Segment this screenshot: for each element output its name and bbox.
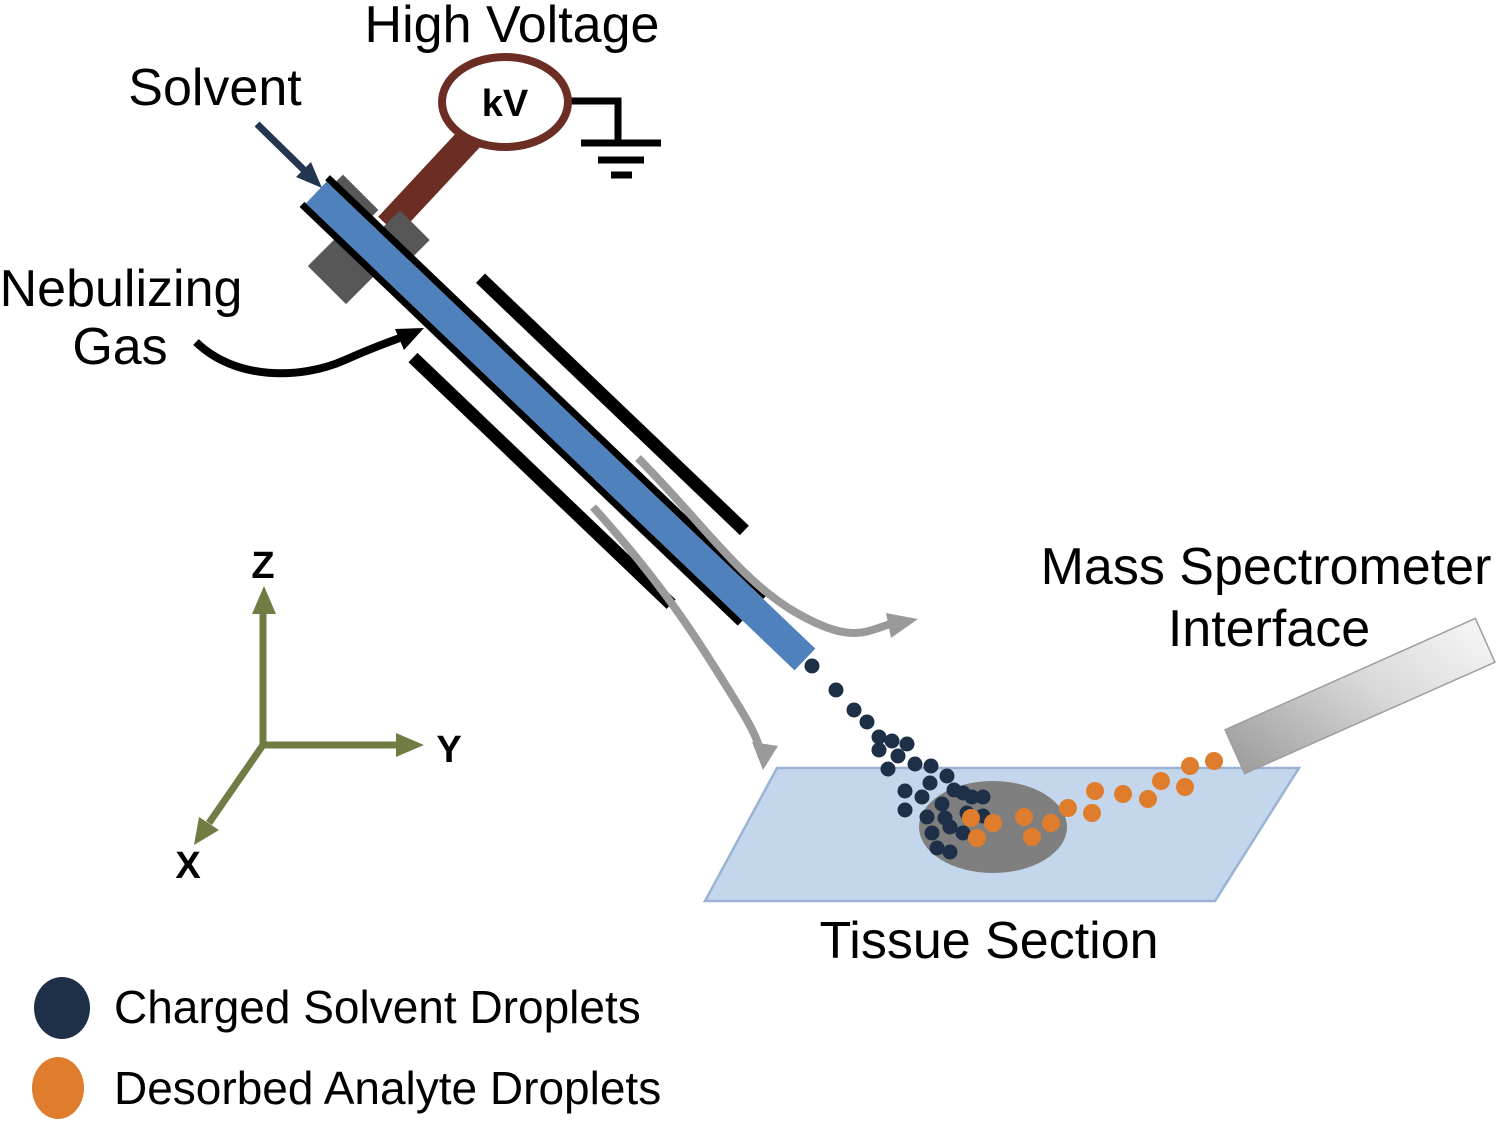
legend-swatch-charged-solvent [34, 977, 90, 1039]
x-axis-arrowhead-icon [194, 817, 219, 845]
droplet [934, 796, 950, 812]
solvent-arrowhead-icon [296, 162, 322, 188]
droplet [1139, 790, 1157, 808]
inner-capillary-edge-bottom [299, 201, 743, 626]
ground-symbol-icon [566, 97, 661, 179]
droplet [884, 733, 900, 749]
droplet [1114, 785, 1132, 803]
droplet [942, 819, 958, 835]
droplet [1205, 752, 1223, 770]
gas-flow-arrows [590, 455, 918, 770]
droplet [1176, 778, 1194, 796]
legend-swatch-desorbed-analyte [32, 1057, 84, 1119]
solvent-label: Solvent [128, 59, 302, 117]
droplet [1083, 804, 1101, 822]
ms-inlet-tube [1224, 617, 1496, 775]
droplet [939, 768, 955, 784]
z-axis-arrowhead-icon [252, 586, 276, 614]
droplet [1152, 772, 1170, 790]
kv-source-circle [438, 53, 572, 151]
droplet [880, 761, 896, 777]
high-voltage-lead [378, 128, 480, 236]
droplet [1015, 808, 1033, 826]
nebulizing-arrowhead-icon [395, 328, 424, 350]
charged-solvent-droplets [804, 658, 991, 860]
ms-interface-label-line2: Interface [1168, 600, 1370, 658]
gas-flow-curve-upper [635, 455, 892, 637]
xyz-axes-icon [194, 586, 424, 845]
droplet [897, 783, 913, 799]
solvent-arrow [254, 121, 322, 188]
droplet [914, 789, 930, 805]
droplet [871, 729, 887, 745]
droplet [964, 789, 980, 805]
droplet [859, 714, 875, 730]
nebulizing-gas-arrow [193, 328, 424, 378]
droplet [924, 825, 940, 841]
x-axis-label: X [175, 845, 201, 887]
gas-flow-arrowhead-right-icon [886, 613, 918, 638]
inner-capillary-edge-top [325, 175, 769, 599]
kv-badge-label: kV [482, 83, 529, 125]
droplet [1086, 782, 1104, 800]
droplet [907, 756, 923, 772]
droplet [846, 702, 862, 718]
droplet [919, 809, 935, 825]
droplet [962, 809, 980, 827]
droplet [975, 789, 991, 805]
outer-capillary-wall-bottom [408, 352, 676, 609]
droplet [1181, 757, 1199, 775]
solvent-capillary-tube [305, 181, 816, 671]
legend-label-desorbed-analyte: Desorbed Analyte Droplets [114, 1062, 661, 1114]
droplet [942, 844, 958, 860]
droplet [923, 758, 939, 774]
desorbed-analyte-droplets [962, 752, 1223, 847]
y-axis-label: Y [436, 729, 461, 771]
legend: Charged Solvent Droplets Desorbed Analyt… [32, 977, 661, 1119]
gas-flow-curve-lower [590, 504, 766, 759]
legend-label-charged-solvent: Charged Solvent Droplets [114, 981, 641, 1033]
droplet [955, 825, 971, 841]
sprayer-assembly [299, 175, 816, 671]
nebulizing-gas-label-line1: Nebulizing [0, 260, 242, 318]
droplet [1042, 814, 1060, 832]
nebulizing-gas-label-line2: Gas [72, 318, 167, 376]
droplet [984, 814, 1002, 832]
droplet [897, 802, 913, 818]
droplet [828, 682, 844, 698]
y-axis-arrowhead-icon [396, 733, 424, 757]
droplet [890, 748, 906, 764]
droplet [922, 775, 938, 791]
high-voltage-label: High Voltage [365, 0, 660, 54]
outer-capillary-wall-top [475, 273, 749, 536]
gas-flow-arrowhead-down-icon [752, 742, 778, 770]
droplet [899, 736, 915, 752]
droplet [968, 829, 986, 847]
droplet [871, 742, 887, 758]
droplet [929, 840, 945, 856]
tissue-section-label: Tissue Section [819, 912, 1158, 970]
z-axis-label: Z [251, 545, 274, 587]
droplet [1023, 828, 1041, 846]
ms-interface-label-line1: Mass Spectrometer [1041, 538, 1492, 596]
droplet [804, 658, 820, 674]
droplet [1059, 799, 1077, 817]
